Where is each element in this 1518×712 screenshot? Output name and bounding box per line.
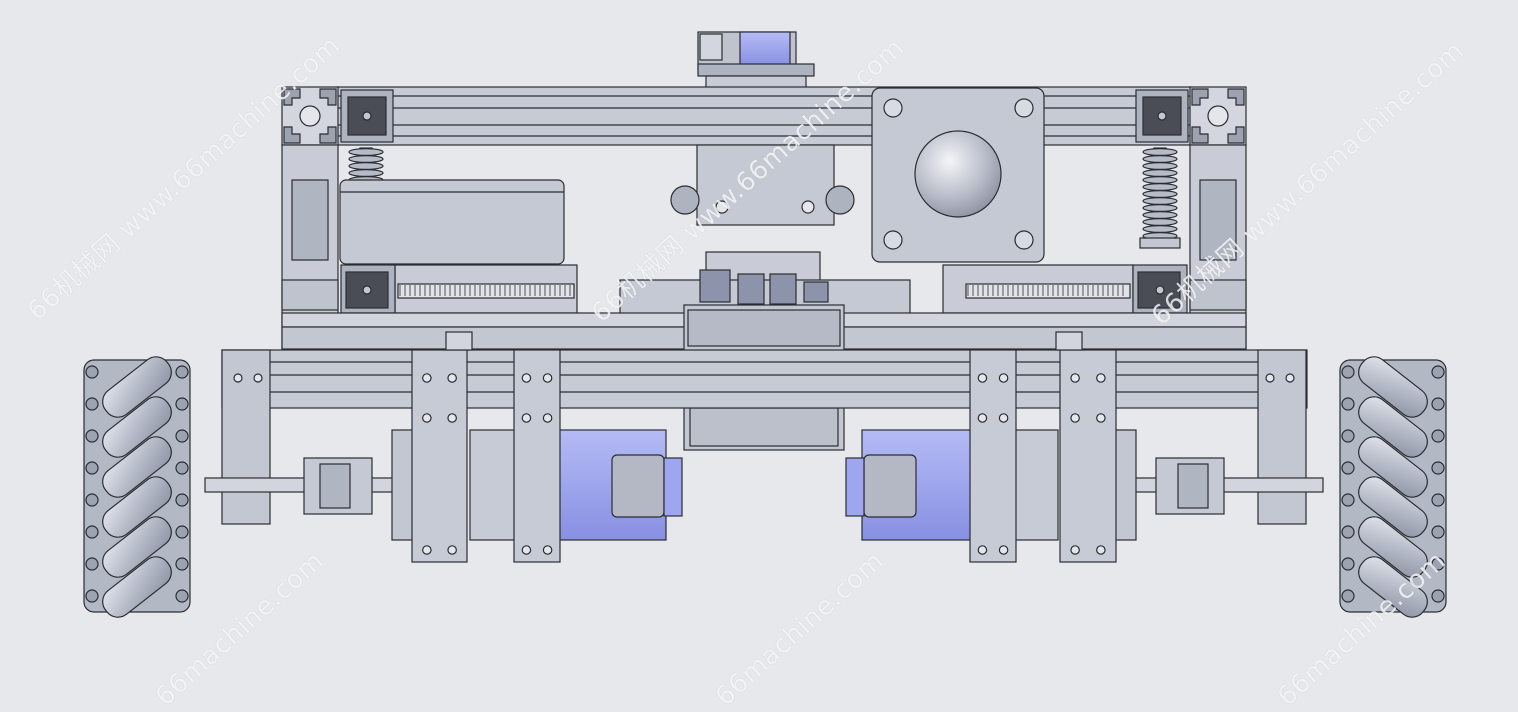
motor-mount-plates [411,349,1117,563]
center-motor-mount [670,144,855,226]
scale-rail-right [942,264,1134,314]
bearing-block-right [1257,349,1307,525]
lower-aluminium-rail [221,349,1308,409]
cad-render: 66机械网 www.66machine.com 66机械网 www.66mach… [22,31,1470,712]
bearing-block-left [221,349,271,525]
motor-left [469,429,683,541]
camera-module [697,31,815,89]
ball-caster [914,130,1002,218]
battery-box [339,179,565,265]
top-aluminium-rail [335,86,1193,146]
control-board [619,251,911,317]
mecanum-wheel-left [83,356,191,618]
corner-profile-left [281,86,339,146]
motor-right [845,429,1059,541]
suspension-spring-right [1139,147,1181,249]
mecanum-wheel-right [1339,356,1447,618]
robot-chassis-drawing [83,31,1447,618]
ball-caster-plate [871,87,1045,263]
scale-rail-left [394,264,578,314]
corner-profile-right [1189,86,1247,146]
